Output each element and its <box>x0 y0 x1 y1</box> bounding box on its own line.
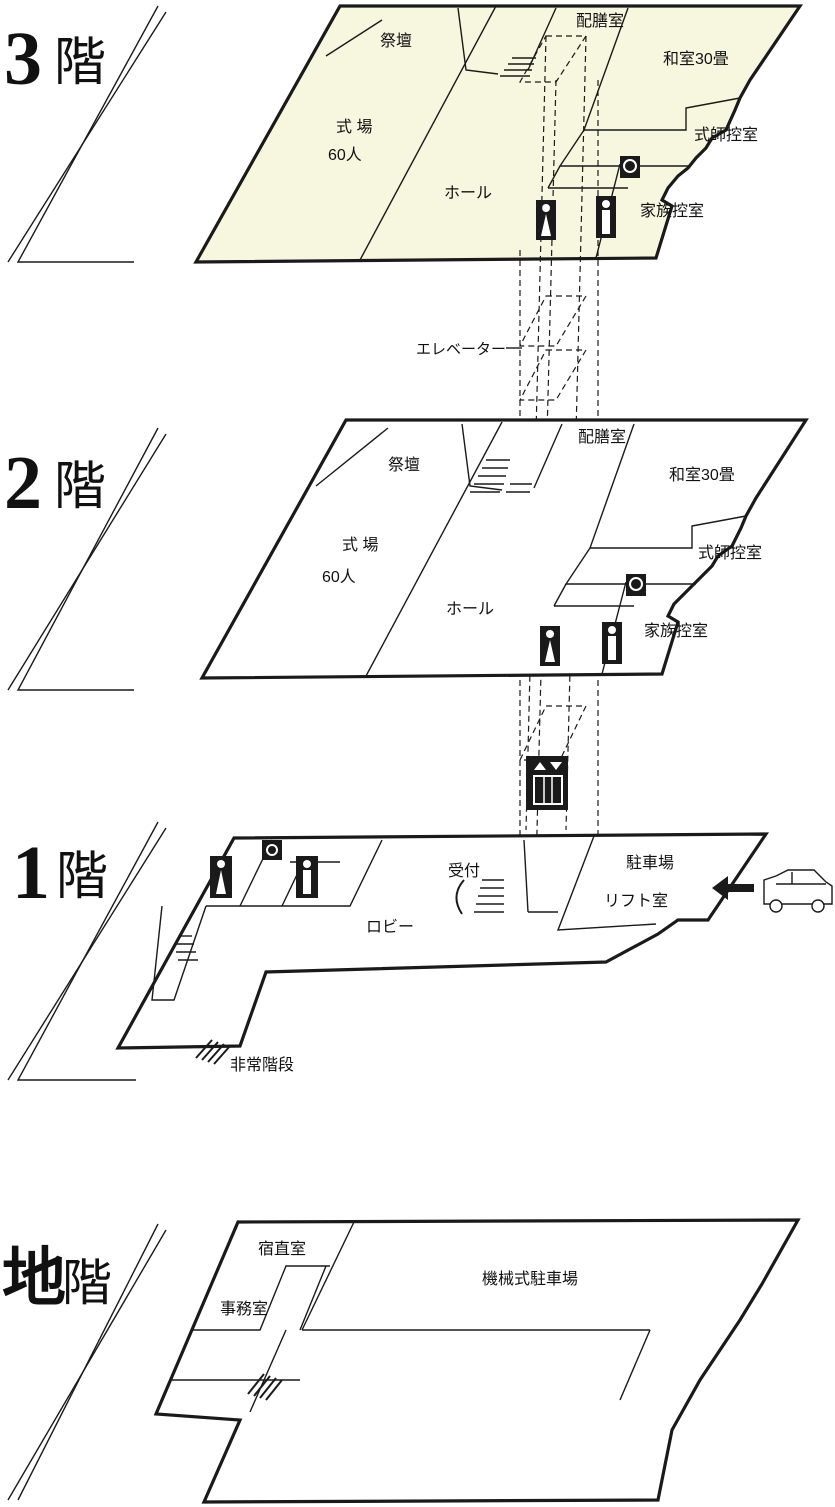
floor-number-2: 2 <box>4 441 42 525</box>
floor-b1-outline <box>153 1218 801 1504</box>
room-night-duty: 宿直室 <box>258 1240 306 1258</box>
floor-number-3: 3 <box>4 17 42 101</box>
room-family-2f: 家族控室 <box>644 622 708 640</box>
elevator-icon <box>526 756 568 810</box>
room-altar-3f: 祭壇 <box>380 31 412 50</box>
stairs-b1 <box>247 1373 283 1401</box>
floor-label-1f: 1 階 <box>12 831 108 915</box>
floor-kanji-b: 階 <box>62 1255 112 1311</box>
side-rails <box>7 5 167 1501</box>
floor-2-plan <box>199 418 809 680</box>
floor-3-outline <box>193 4 804 264</box>
room-ceremony-3f: 式 場 <box>336 118 372 136</box>
arrow-icon <box>712 876 754 900</box>
room-parking: 駐車場 <box>626 854 674 872</box>
stairs-2f <box>470 459 532 493</box>
room-family-3f: 家族控室 <box>640 202 704 220</box>
floor-2-outline <box>199 418 809 680</box>
room-ceremony-2f: 式 場 <box>342 536 378 554</box>
elevator-label: エレベーター <box>416 341 506 358</box>
floor-number-b: 地 <box>2 1243 66 1314</box>
room-lift: リフト室 <box>604 892 668 910</box>
room-office: 事務室 <box>220 1300 268 1318</box>
floor-1-outline <box>115 832 770 1050</box>
room-emergency-stairs: 非常階段 <box>230 1056 294 1074</box>
floor-kanji-3: 階 <box>54 35 106 92</box>
floor-3-plan <box>193 4 804 264</box>
room-reception: 受付 <box>448 862 480 880</box>
room-japanese-2f: 和室30畳 <box>669 466 735 484</box>
room-mechanical-parking: 機械式駐車場 <box>482 1270 578 1288</box>
room-serving-2f: 配膳室 <box>578 428 626 446</box>
room-capacity-3f: 60人 <box>328 146 362 164</box>
stairs-1f-left <box>174 935 198 961</box>
floor-1-plan <box>115 832 833 1065</box>
floor-b1-plan <box>153 1218 801 1504</box>
room-hall-3f: ホール <box>444 185 492 202</box>
room-priest-2f: 式師控室 <box>698 544 762 562</box>
room-capacity-2f: 60人 <box>322 568 356 586</box>
room-japanese-3f: 和室30畳 <box>663 50 729 68</box>
floor-number-1: 1 <box>12 831 50 915</box>
room-serving-3f: 配膳室 <box>576 12 624 30</box>
floor-label-b1: 地 階 <box>2 1243 112 1314</box>
car-icon <box>763 869 833 913</box>
room-priest-3f: 式師控室 <box>694 126 758 144</box>
floor-kanji-1: 階 <box>56 849 108 906</box>
room-altar-2f: 祭壇 <box>388 455 420 474</box>
floor-label-3f: 3 階 <box>4 17 106 101</box>
floor-label-2f: 2 階 <box>4 441 106 525</box>
wheelchair-icon-1f <box>262 840 282 860</box>
room-hall-2f: ホール <box>446 601 494 618</box>
stairs-1f <box>474 879 504 913</box>
emergency-stairs-icon <box>195 1039 231 1065</box>
room-lobby: ロビー <box>366 918 414 936</box>
reception-counter <box>455 879 465 915</box>
floor-kanji-2: 階 <box>54 459 106 516</box>
